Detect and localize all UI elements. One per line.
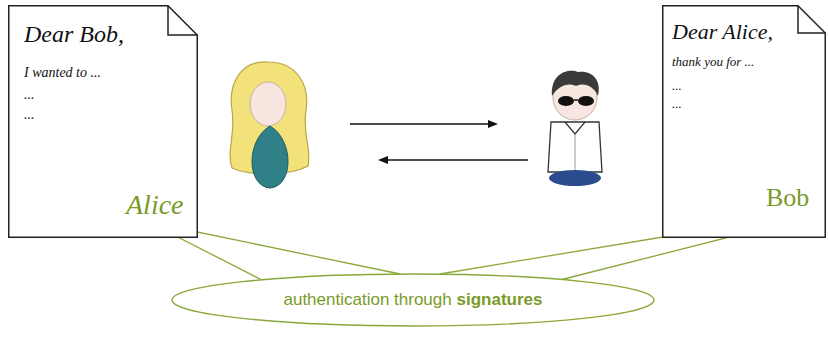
signature: Bob xyxy=(766,183,809,213)
callout-keyword: signatures xyxy=(457,290,543,310)
letter-line: ... xyxy=(24,87,35,103)
callout-text: authentication through xyxy=(283,290,451,310)
arrow-right xyxy=(350,123,494,124)
letter-line: I wanted to ... xyxy=(24,65,101,81)
leader-line xyxy=(178,228,400,274)
message-arrows xyxy=(350,120,528,164)
letter-greeting: Dear Alice, xyxy=(672,19,773,44)
alice-figure xyxy=(230,62,309,188)
letter-line: thank you for ... xyxy=(672,55,754,70)
letter-greeting: Dear Bob, xyxy=(24,21,124,49)
letter-page: Dear Alice, thank you for ......... Bob xyxy=(662,5,826,238)
letter-page: Dear Bob, I wanted to ......... Alice xyxy=(8,5,198,238)
letter-line: ... xyxy=(672,79,682,94)
bob-figure xyxy=(548,71,602,186)
arrow-head xyxy=(488,120,498,128)
signature: Alice xyxy=(126,189,184,221)
arrow-left xyxy=(382,159,528,160)
letter-line: ... xyxy=(24,107,35,123)
callout-ellipse: authentication through signatures xyxy=(170,272,656,328)
arrow-head xyxy=(378,156,388,164)
letter-line: ... xyxy=(672,97,682,112)
